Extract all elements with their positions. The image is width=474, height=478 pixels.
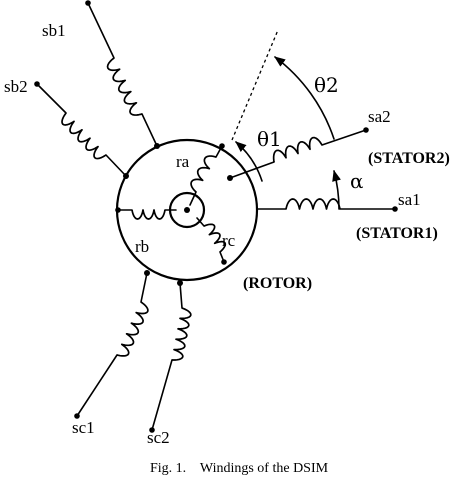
label-stator2: (STATOR2) [368,150,450,167]
coil-symbol [171,307,192,361]
coil-symbol [190,155,217,193]
label-alpha: α [350,169,364,193]
coil-symbol [285,198,341,210]
terminal-dot [363,127,369,133]
terminal-dot [154,143,160,149]
terminal-dot [149,427,155,433]
lead-wire [76,354,118,417]
label-sb1: sb1 [42,21,66,40]
label-sa1: sa1 [398,190,421,209]
coil-symbol [61,112,107,160]
label-rb: rb [135,237,149,256]
lead-wire [87,2,115,59]
label-rc: rc [222,231,236,250]
coil-symbol [131,209,166,220]
terminal-dot [34,81,40,87]
theta2-angle-arc [274,56,335,140]
label-sc2: sc2 [147,428,170,447]
label-ra: ra [176,152,190,171]
terminal-dot [177,280,183,286]
terminal-dot [123,173,129,179]
lead-wire [105,154,127,177]
rotor-star-point [184,207,190,213]
rotor-winding-ra [189,143,225,206]
rotor-winding-rc [196,217,227,265]
coil-symbol [272,136,323,163]
rotor-axis-dashed-line [231,29,279,141]
terminal-dot [227,175,233,181]
terminal-dot [219,143,225,149]
terminal-dot [392,206,398,212]
stator-winding-sb1 [85,0,160,149]
stator-winding-sc1 [74,270,150,419]
label-theta2: θ2 [314,73,339,97]
figure-caption: Fig. 1. Windings of the DSIM [150,461,329,476]
terminal-dot [144,270,150,276]
lead-wire [179,282,183,309]
terminal-dot [115,207,121,213]
label-theta1: θ1 [257,127,282,151]
lead-wire [196,217,205,227]
lead-wire [321,129,367,146]
lead-wire [151,359,173,431]
label-sc1: sc1 [72,418,95,437]
lead-wire [189,191,197,206]
lead-wire [140,272,148,303]
terminal-dot [74,413,80,419]
stator-winding-sc2 [149,280,192,433]
terminal-dot [85,0,91,6]
label-stator1: (STATOR1) [356,225,438,242]
label-rotor: (ROTOR) [243,275,312,292]
stator-winding-sb2 [34,81,129,179]
lead-wire [36,83,67,114]
theta1-angle-arc [235,141,263,182]
coil-symbol [203,223,227,253]
coil-symbol [106,57,143,116]
rotor-winding-rb [115,207,190,220]
terminal-dot [221,259,227,265]
label-sa2: sa2 [368,107,391,126]
coil-symbol [116,301,149,357]
lead-wire [141,113,158,147]
lead-wire [229,161,275,179]
stator-winding-sa1 [257,198,398,212]
label-sb2: sb2 [4,77,28,96]
stator-winding-sa2 [227,127,369,181]
alpha-angle-arc [332,169,341,210]
